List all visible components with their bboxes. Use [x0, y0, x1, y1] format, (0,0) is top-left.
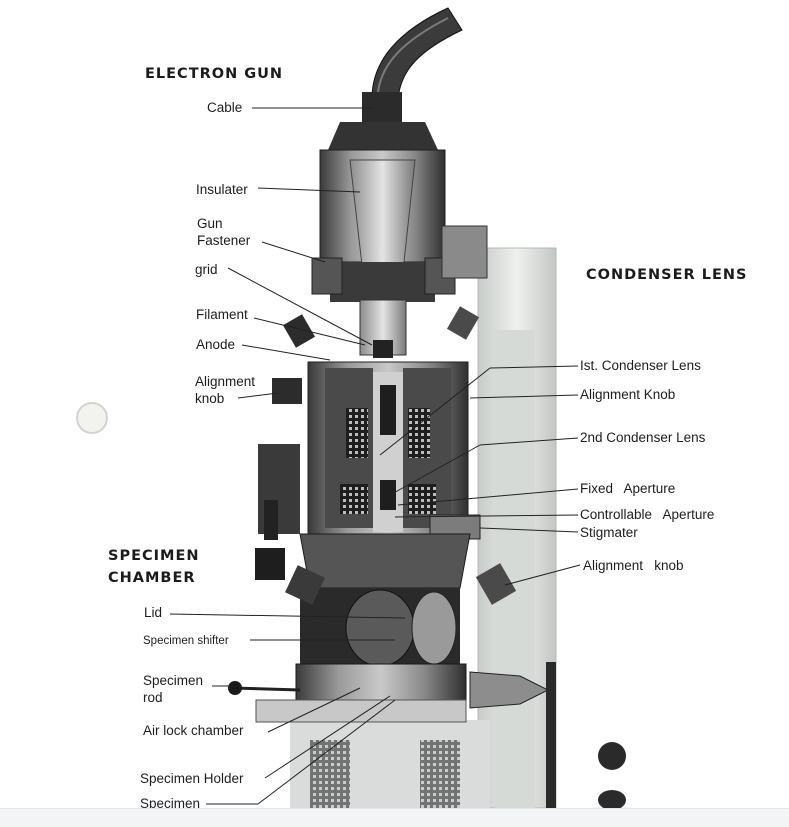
label-insulator: Insulater: [196, 182, 248, 197]
bottom-strip: [0, 808, 789, 827]
label-specimen-rod-line1: Specimen: [143, 673, 204, 688]
decorative-circle: [76, 402, 108, 434]
label-second-condenser-lens: 2nd Condenser Lens: [580, 430, 706, 445]
label-alignment-knob-lower: Alignment knob: [583, 558, 684, 573]
label-cable: Cable: [207, 100, 243, 115]
label-specimen-rod-line2: rod: [143, 690, 163, 705]
condenser-lens-assembly: [255, 361, 481, 580]
label-specimen: Specimen: [140, 796, 201, 808]
heading-electron-gun: ELECTRON GUN: [145, 66, 284, 82]
specimen-chamber-assembly: [228, 533, 626, 808]
heading-condenser-lens: CONDENSER LENS: [586, 267, 748, 283]
label-filament: Filament: [196, 307, 248, 322]
label-grid: grid: [195, 262, 218, 277]
electron-microscope-cutaway: [76, 7, 626, 808]
label-alignment-knob-right: Alignment Knob: [580, 387, 676, 402]
label-stigmater: Stigmater: [580, 525, 638, 540]
label-first-condenser-lens: Ist. Condenser Lens: [580, 358, 701, 373]
label-alignment-knob-line2: knob: [195, 391, 225, 406]
leader-lines: [169, 107, 581, 805]
label-specimen-shifter: Specimen shifter: [143, 635, 229, 647]
label-anode: Anode: [196, 337, 236, 352]
electron-gun-assembly: [282, 92, 488, 358]
label-lid: Lid: [144, 605, 163, 620]
label-gun-fastener-line2: Fastener: [197, 233, 251, 248]
label-air-lock-chamber: Air lock chamber: [143, 723, 244, 738]
cable-hose: [371, 7, 463, 101]
label-specimen-holder: Specimen Holder: [140, 771, 244, 786]
label-controllable-aperture: Controllable Aperture: [580, 507, 715, 522]
heading-specimen-chamber-line1: SPECIMEN: [108, 548, 200, 564]
label-alignment-knob-line1: Alignment: [195, 374, 256, 389]
label-gun-fastener-line1: Gun: [197, 216, 223, 231]
label-fixed-aperture: Fixed Aperture: [580, 481, 676, 496]
heading-specimen-chamber-line2: CHAMBER: [108, 570, 196, 586]
